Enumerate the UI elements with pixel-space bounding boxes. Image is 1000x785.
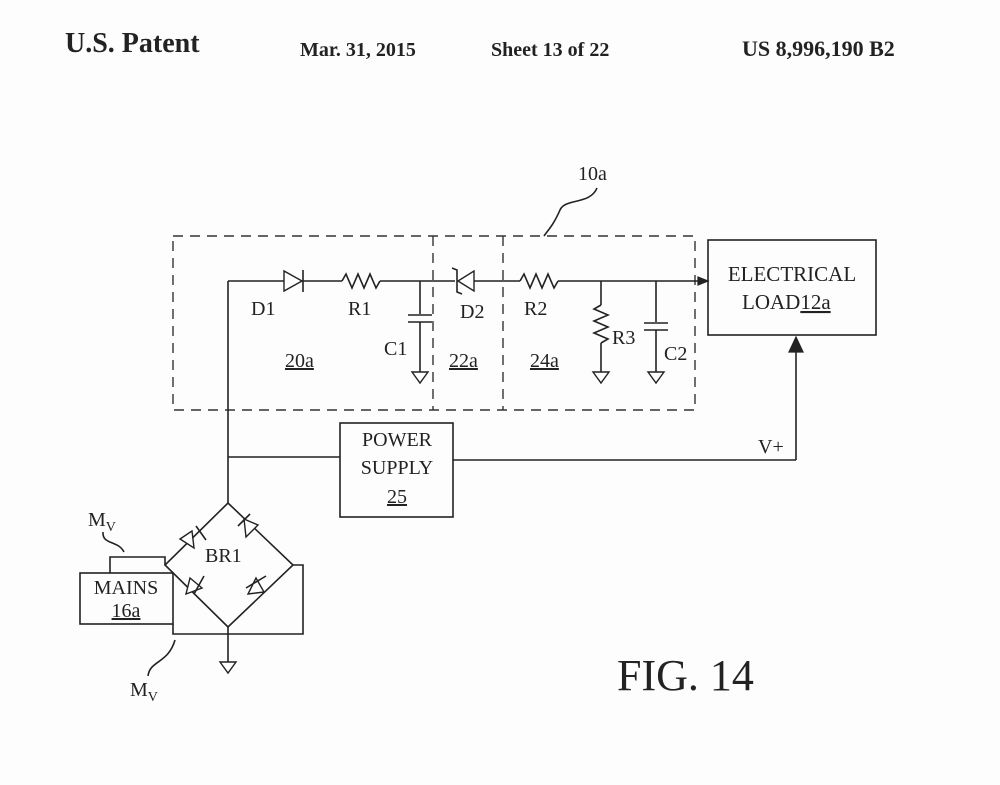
label-d2: D2	[460, 301, 484, 323]
mains-box	[79, 572, 174, 625]
mv-label-bottom: MV	[130, 679, 158, 705]
electrical-load-line1: ELECTRICAL	[728, 262, 856, 286]
sheet-number: Sheet 13 of 22	[491, 39, 609, 61]
arrow-to-load-icon	[788, 335, 804, 353]
mv-top-base: M	[88, 509, 106, 531]
electrical-load-line2: LOAD12a	[742, 290, 831, 314]
arrow-to-load-icon	[697, 276, 710, 286]
zener-diode-d2-bar	[451, 267, 463, 295]
mv-top-leader	[102, 531, 125, 553]
stage-label-24a: 24a	[530, 350, 559, 372]
label-r2: R2	[524, 298, 547, 320]
patent-number: US 8,996,190 B2	[742, 36, 895, 61]
mv-bottom-sub: V	[148, 690, 158, 705]
mains-ref: 16a	[112, 600, 141, 622]
bridge-diode-lower-right-icon	[245, 575, 267, 595]
power-supply-line2: SUPPLY	[361, 457, 433, 479]
mv-label-top: MV	[88, 509, 116, 535]
circuit-module-boundary	[172, 235, 696, 411]
diode-d1-icon	[283, 269, 304, 293]
resistor-r1-icon	[341, 271, 381, 291]
label-c2: C2	[664, 343, 687, 365]
mains-wire-bottom	[172, 564, 304, 635]
label-c1: C1	[384, 338, 407, 360]
resistor-r3-icon	[591, 304, 611, 344]
ground-icon	[410, 371, 430, 385]
label-r1: R1	[348, 298, 371, 320]
bridge-diode-upper-left-icon	[178, 525, 207, 550]
patent-date: Mar. 31, 2015	[300, 39, 416, 61]
stage-label-20a: 20a	[285, 350, 314, 372]
bridge-diode-upper-right-icon	[237, 513, 260, 539]
electrical-load-box	[707, 239, 877, 336]
ground-icon	[591, 371, 611, 385]
stage-label-22a: 22a	[449, 350, 478, 372]
figure-label: FIG. 14	[617, 651, 754, 700]
power-supply-box	[339, 422, 454, 518]
mains-label: MAINS	[94, 577, 158, 599]
ground-icon	[218, 661, 238, 675]
module-ref-label: 10a	[578, 163, 607, 185]
power-supply-line1: POWER	[362, 429, 433, 451]
vplus-label: V+	[758, 436, 784, 458]
mv-bottom-base: M	[130, 679, 148, 701]
electrical-load-ref: 12a	[800, 290, 831, 314]
mv-bottom-leader	[147, 639, 176, 677]
label-r3: R3	[612, 327, 635, 349]
bridge-diode-lower-left-icon	[184, 575, 205, 596]
ground-icon	[646, 371, 666, 385]
label-br1: BR1	[205, 545, 242, 567]
label-d1: D1	[251, 298, 275, 320]
mv-top-sub: V	[106, 520, 116, 535]
resistor-r2-icon	[519, 271, 559, 291]
electrical-load-word: LOAD	[742, 290, 800, 314]
patent-office-label: U.S. Patent	[65, 28, 200, 59]
zener-diode-d2-icon	[456, 269, 475, 293]
power-supply-ref: 25	[387, 486, 407, 508]
module-ref-leader	[543, 187, 598, 237]
mains-wire-top	[109, 556, 166, 573]
